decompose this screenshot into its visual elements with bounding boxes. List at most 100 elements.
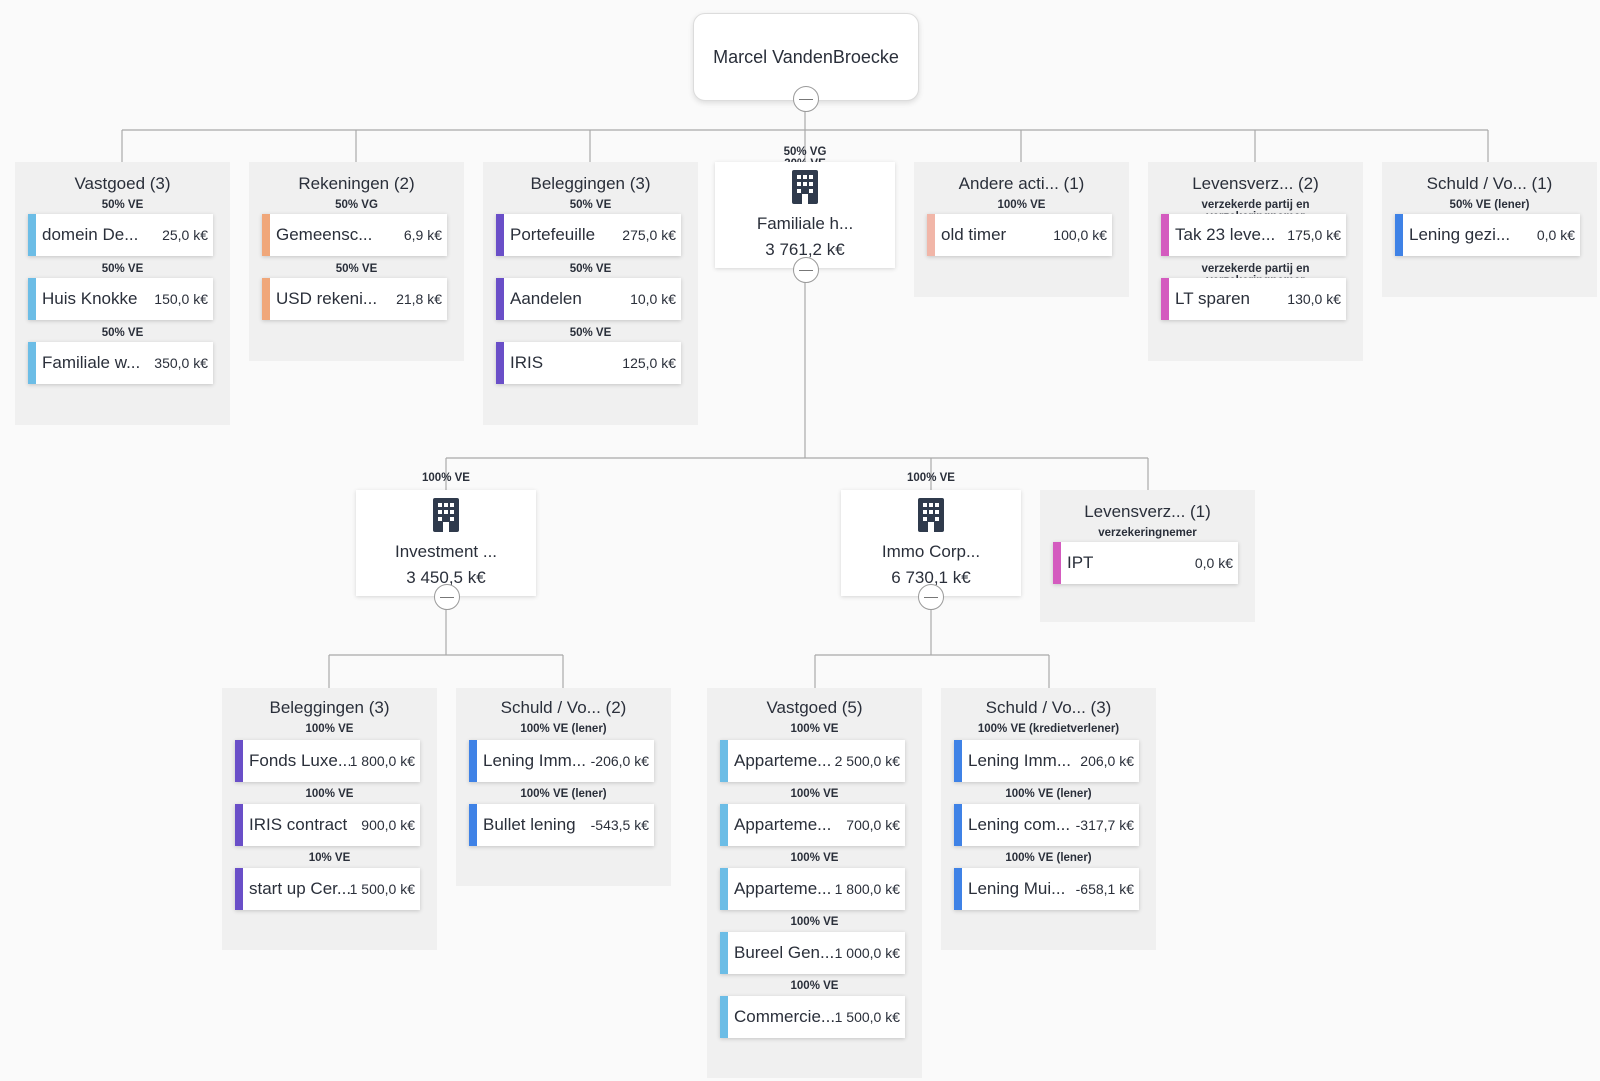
asset-name: Familiale w... <box>42 353 141 372</box>
collapse-toggle-immo[interactable] <box>918 584 944 610</box>
debt-value: -317,7 k€ <box>1075 817 1134 833</box>
asset-item[interactable]: Commercie...1 500,0 k€ <box>720 996 905 1038</box>
relation-label: 50% VE <box>569 327 612 339</box>
debt-name: Lening com... <box>968 815 1071 834</box>
debt-item[interactable]: Lening gezi...0,0 k€ <box>1395 214 1580 256</box>
entity-immo-corp[interactable]: Immo Corp... 6 730,1 k€ <box>841 490 1021 596</box>
debt-name: Lening gezi... <box>1409 225 1511 244</box>
asset-value: 6,9 k€ <box>403 227 442 243</box>
asset-name: Tak 23 leve... <box>1175 225 1276 244</box>
debt-name: Bullet lening <box>483 815 576 834</box>
asset-item[interactable]: Apparteme...2 500,0 k€ <box>720 740 905 782</box>
relation-label: 50% VE <box>335 263 378 275</box>
group-title: Vastgoed (5) <box>766 698 863 717</box>
relation-label: 100% VE (lener) <box>520 723 607 735</box>
asset-value: 350,0 k€ <box>154 355 208 371</box>
debt-name: Lening Imm... <box>483 751 586 770</box>
asset-value: 21,8 k€ <box>396 291 442 307</box>
asset-item[interactable]: Apparteme...1 800,0 k€ <box>720 868 905 910</box>
group-title: Schuld / Vo... (1) <box>1426 174 1553 193</box>
relation-label: 100% VE <box>997 199 1046 211</box>
asset-item[interactable]: domein De... 25,0 k€ <box>28 214 213 256</box>
debt-item[interactable]: Lening Imm...206,0 k€ <box>954 740 1139 782</box>
asset-value: 0,0 k€ <box>1194 555 1233 571</box>
asset-name: Commercie... <box>734 1007 835 1026</box>
asset-item[interactable]: Familiale w... 350,0 k€ <box>28 342 213 384</box>
debt-name: Lening Mui... <box>968 879 1066 898</box>
debt-item[interactable]: Lening com...-317,7 k€ <box>954 804 1139 846</box>
building-icon <box>918 498 944 532</box>
debt-item[interactable]: Lening Imm...-206,0 k€ <box>469 740 654 782</box>
group-rekeningen: Rekeningen (2) 50% VG Gemeensc...6,9 k€ … <box>249 162 464 361</box>
group-title: Levensverz... (1) <box>1084 502 1211 521</box>
asset-item[interactable]: Bureel Gen...1 000,0 k€ <box>720 932 905 974</box>
asset-item[interactable]: Fonds Luxe...1 800,0 k€ <box>235 740 420 782</box>
entity-value: 3 450,5 k€ <box>406 568 486 587</box>
asset-item[interactable]: Tak 23 leve...175,0 k€ <box>1161 214 1346 256</box>
asset-name: Bureel Gen... <box>734 943 835 962</box>
relation-label: 50% VG <box>783 146 827 158</box>
relation-label: 100% VE <box>305 788 354 800</box>
relation-label: 50% VE <box>569 263 612 275</box>
group-title: Andere acti... (1) <box>958 174 1085 193</box>
relation-label: 50% VE <box>569 199 612 211</box>
relation-label: 100% VE (lener) <box>1005 852 1092 864</box>
relation-label: 100% VE <box>907 472 955 484</box>
group-title: Vastgoed (3) <box>74 174 171 193</box>
relation-label: 50% VE <box>101 327 144 339</box>
collapse-toggle-root[interactable] <box>793 86 819 112</box>
group-title: Schuld / Vo... (3) <box>985 698 1112 717</box>
asset-value: 1 500,0 k€ <box>349 881 415 897</box>
asset-value: 2 500,0 k€ <box>834 753 900 769</box>
group-immo-vastgoed: Vastgoed (5) 100% VE Apparteme...2 500,0… <box>707 688 922 1078</box>
relation-label: 100% VE <box>790 980 839 992</box>
debt-value: -206,0 k€ <box>590 753 649 769</box>
asset-value: 275,0 k€ <box>622 227 676 243</box>
relation-label: 50% VE <box>101 199 144 211</box>
asset-item[interactable]: Apparteme... 700,0 k€ <box>720 804 905 846</box>
group-title: Rekeningen (2) <box>298 174 415 193</box>
asset-value: 25,0 k€ <box>162 227 208 243</box>
asset-name: domein De... <box>42 225 139 244</box>
relation-label: 100% VE <box>790 723 839 735</box>
relation-label: 100% VE <box>790 852 839 864</box>
collapse-toggle-familiale[interactable] <box>793 257 819 283</box>
asset-value: 10,0 k€ <box>630 291 676 307</box>
asset-value: 700,0 k€ <box>846 817 900 833</box>
entity-familiale[interactable]: Familiale h... 3 761,2 k€ <box>715 162 895 268</box>
entity-name: Investment ... <box>394 542 498 561</box>
asset-item[interactable]: start up Cer...1 500,0 k€ <box>235 868 420 910</box>
asset-value: 125,0 k€ <box>622 355 676 371</box>
group-inv-beleggingen: Beleggingen (3) 100% VE Fonds Luxe...1 8… <box>222 688 437 950</box>
relation-label: 100% VE (kredietverlener) <box>977 723 1120 735</box>
asset-name: USD rekeni... <box>276 289 378 308</box>
relation-label: 100% VE <box>422 472 470 484</box>
asset-name: Apparteme... <box>734 815 832 834</box>
entity-investment[interactable]: Investment ... 3 450,5 k€ <box>356 490 536 596</box>
group-title: Beleggingen (3) <box>530 174 651 193</box>
group-title: Beleggingen (3) <box>269 698 390 717</box>
debt-item[interactable]: Bullet lening-543,5 k€ <box>469 804 654 846</box>
debt-item[interactable]: Lening Mui... -658,1 k€ <box>954 868 1139 910</box>
asset-value: 130,0 k€ <box>1287 291 1341 307</box>
entity-value: 3 761,2 k€ <box>765 240 845 259</box>
root-person-name: Marcel VandenBroecke <box>713 46 899 67</box>
asset-name: Apparteme... <box>734 879 832 898</box>
asset-value: 1 500,0 k€ <box>834 1009 900 1025</box>
building-icon <box>792 170 818 204</box>
asset-item[interactable]: USD rekeni... 21,8 k€ <box>262 278 447 320</box>
debt-value: -658,1 k€ <box>1075 881 1134 897</box>
group-schuld: Schuld / Vo... (1) 50% VE (lener) Lening… <box>1382 162 1597 297</box>
asset-item[interactable]: Gemeensc...6,9 k€ <box>262 214 447 256</box>
asset-name: IRIS contract <box>249 815 348 834</box>
collapse-toggle-investment[interactable] <box>434 584 460 610</box>
